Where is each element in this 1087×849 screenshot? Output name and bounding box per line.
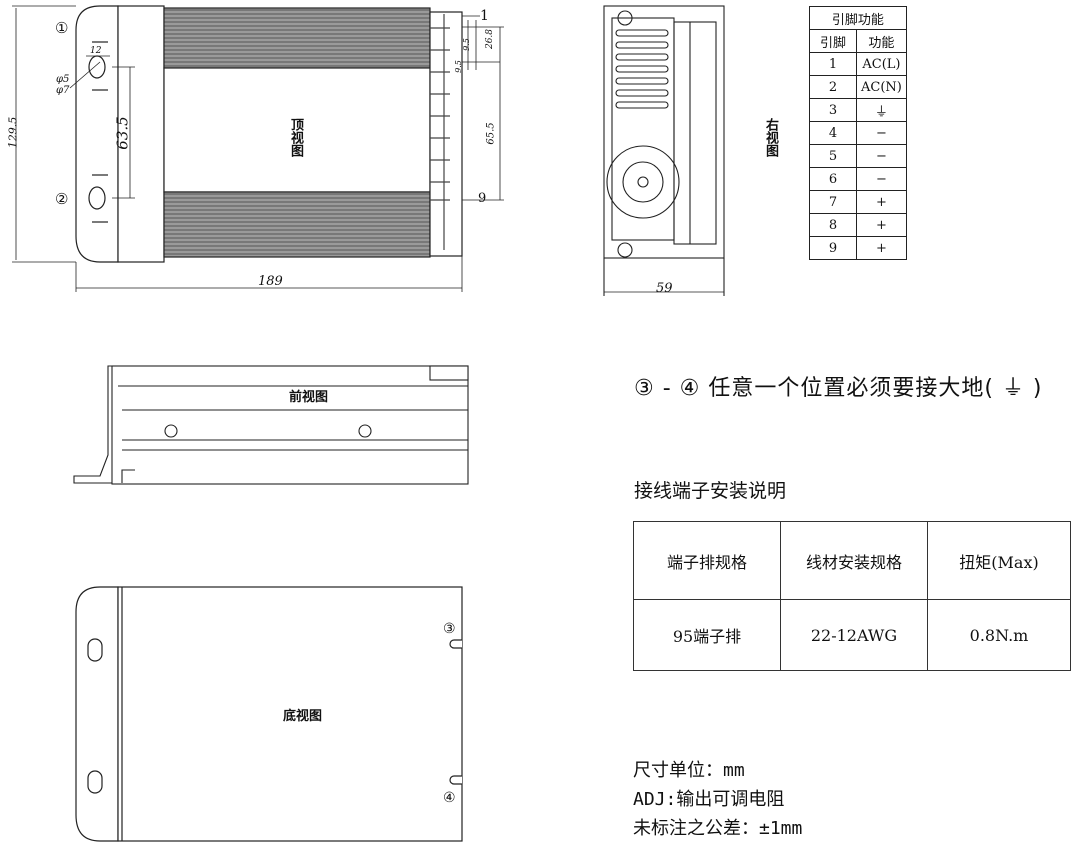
notes-block: 尺寸单位：mm ADJ:输出可调电阻 未标注之公差：±1mm bbox=[633, 756, 802, 843]
terminal-spec-table: 端子排规格 线材安装规格 扭矩(Max) 95端子排 22-12AWG 0.8N… bbox=[633, 521, 1071, 671]
note-unit: 尺寸单位：mm bbox=[633, 760, 745, 781]
front-view-title: 前视图 bbox=[289, 390, 329, 405]
marker-1: ① bbox=[55, 19, 69, 37]
dim-hole-spacing: 63.5 bbox=[113, 116, 132, 150]
screw-top bbox=[617, 10, 633, 26]
table-row: 5− bbox=[809, 144, 907, 168]
dim-pin-span: 65.5 bbox=[485, 122, 497, 145]
top-view bbox=[12, 5, 504, 292]
right-view-dim-width: 59 bbox=[656, 281, 673, 296]
pin-cell: 3 bbox=[809, 98, 857, 122]
pin-cell: 2 bbox=[809, 75, 857, 99]
terminal-block bbox=[429, 11, 463, 257]
spec-value-wire: 22-12AWG bbox=[780, 599, 928, 671]
dim-height: 129.5 bbox=[6, 116, 20, 149]
dim-top-offset: 26.8 bbox=[485, 28, 496, 50]
terminal-screws bbox=[430, 14, 450, 250]
top-view-fins-top bbox=[163, 7, 431, 69]
right-view-title: 右视图 bbox=[763, 118, 778, 157]
table-row: 9+ bbox=[809, 236, 907, 260]
mount-hole-2 bbox=[88, 186, 106, 210]
front-view bbox=[73, 365, 469, 485]
dim-pitch-b: 9.5 bbox=[453, 60, 463, 73]
pin-col-header: 引脚 bbox=[809, 29, 857, 53]
spec-header-terminal: 端子排规格 bbox=[633, 521, 781, 600]
screw-bottom bbox=[617, 242, 633, 258]
front-screw-left bbox=[164, 424, 178, 438]
bottom-slot-1 bbox=[87, 638, 103, 662]
pin-label-last: 9 bbox=[478, 191, 487, 206]
dim-hole-offset: 12 bbox=[90, 46, 102, 56]
table-row: 4− bbox=[809, 121, 907, 145]
pin-cell: 6 bbox=[809, 167, 857, 191]
ground-note: ③ - ④ 任意一个位置必须要接大地( ⏚ ) bbox=[634, 376, 1043, 401]
spec-value-torque: 0.8N.m bbox=[927, 599, 1071, 671]
func-cell: + bbox=[856, 190, 907, 214]
dim-hole-d1: φ5 bbox=[56, 74, 70, 85]
top-view-title: 顶视图 bbox=[288, 118, 303, 157]
note-adj: ADJ:输出可调电阻 bbox=[633, 789, 785, 810]
ground-symbol-icon: ⏚ bbox=[856, 98, 907, 122]
pin-cell: 8 bbox=[809, 213, 857, 237]
pin-cell: 1 bbox=[809, 52, 857, 76]
dim-pitch-a: 9.5 bbox=[461, 38, 471, 51]
table-row: 3⏚ bbox=[809, 98, 907, 122]
func-cell: + bbox=[856, 213, 907, 237]
front-screw-right bbox=[358, 424, 372, 438]
marker-2: ② bbox=[55, 190, 69, 208]
table-row: 7+ bbox=[809, 190, 907, 214]
table-row: 6− bbox=[809, 167, 907, 191]
pin-label-first: 1 bbox=[480, 8, 489, 24]
terminal-title: 接线端子安装说明 bbox=[634, 480, 787, 502]
func-cell: AC(L) bbox=[856, 52, 907, 76]
spec-header-wire: 线材安装规格 bbox=[780, 521, 928, 600]
top-view-bracket bbox=[75, 5, 119, 263]
dim-hole-d2: φ7 bbox=[56, 85, 70, 96]
bottom-slot-2 bbox=[87, 770, 103, 794]
func-cell: − bbox=[856, 144, 907, 168]
dim-width: 189 bbox=[258, 274, 283, 289]
note-tolerance: 未标注之公差：±1mm bbox=[633, 818, 803, 839]
right-view bbox=[603, 5, 725, 296]
bottom-view-title: 底视图 bbox=[283, 709, 323, 724]
bottom-view bbox=[75, 586, 463, 842]
pin-cell: 4 bbox=[809, 121, 857, 145]
func-cell: − bbox=[856, 121, 907, 145]
table-row: 8+ bbox=[809, 213, 907, 237]
fan-outline bbox=[606, 145, 680, 219]
marker-3: ③ bbox=[443, 621, 456, 637]
pin-cell: 5 bbox=[809, 144, 857, 168]
spec-value-terminal: 95端子排 bbox=[633, 599, 781, 671]
func-cell: + bbox=[856, 236, 907, 260]
right-view-vents bbox=[615, 29, 669, 109]
pin-cell: 9 bbox=[809, 236, 857, 260]
func-cell: AC(N) bbox=[856, 75, 907, 99]
spec-header-torque: 扭矩(Max) bbox=[927, 521, 1071, 600]
func-cell: − bbox=[856, 167, 907, 191]
marker-4: ④ bbox=[443, 790, 456, 806]
top-view-fins-bottom bbox=[163, 191, 431, 258]
top-view-body bbox=[163, 67, 431, 193]
func-col-header: 功能 bbox=[856, 29, 907, 53]
top-view-end-cap bbox=[117, 5, 165, 263]
pin-cell: 7 bbox=[809, 190, 857, 214]
pin-table-title: 引脚功能 bbox=[809, 6, 907, 30]
